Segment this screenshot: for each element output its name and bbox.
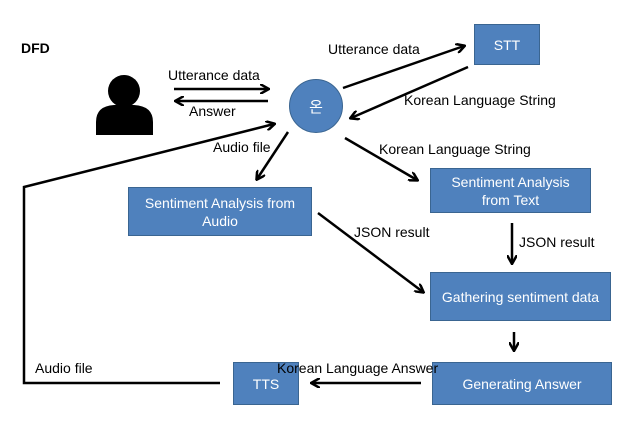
edge-audio-loop — [22, 124, 274, 385]
node-sentiment-audio: Sentiment Analysis from Audio — [128, 187, 312, 236]
node-sentiment-text: Sentiment Analysis from Text — [430, 168, 591, 213]
label-json-audio: JSON result — [354, 224, 430, 240]
label-to-sentiment-text: Korean Language String — [379, 141, 531, 157]
edge-to-sentiment-text — [344, 136, 417, 180]
edge-json-audio — [317, 212, 423, 292]
label-user-utterance: Utterance data — [168, 67, 260, 83]
node-tts: TTS — [233, 362, 299, 405]
edge-to-sentiment-audio — [257, 131, 290, 179]
label-from-stt: Korean Language String — [404, 92, 556, 108]
person-icon — [96, 75, 153, 135]
node-stt: STT — [474, 24, 540, 65]
diagram-title: DFD — [21, 40, 50, 56]
label-json-text: JSON result — [519, 234, 595, 250]
label-to-stt: Utterance data — [328, 41, 420, 57]
edge-from-stt — [351, 65, 469, 118]
node-gathering: Gathering sentiment data — [430, 272, 611, 321]
node-generating: Generating Answer — [432, 362, 612, 405]
label-audio-to-sentiment: Audio file — [213, 139, 271, 155]
label-audio-loop: Audio file — [35, 360, 93, 376]
label-korean-answer: Korean Language Answer — [277, 360, 439, 376]
label-answer: Answer — [189, 103, 236, 119]
center-node: 온 — [289, 79, 343, 133]
edge-to-stt — [342, 46, 464, 90]
